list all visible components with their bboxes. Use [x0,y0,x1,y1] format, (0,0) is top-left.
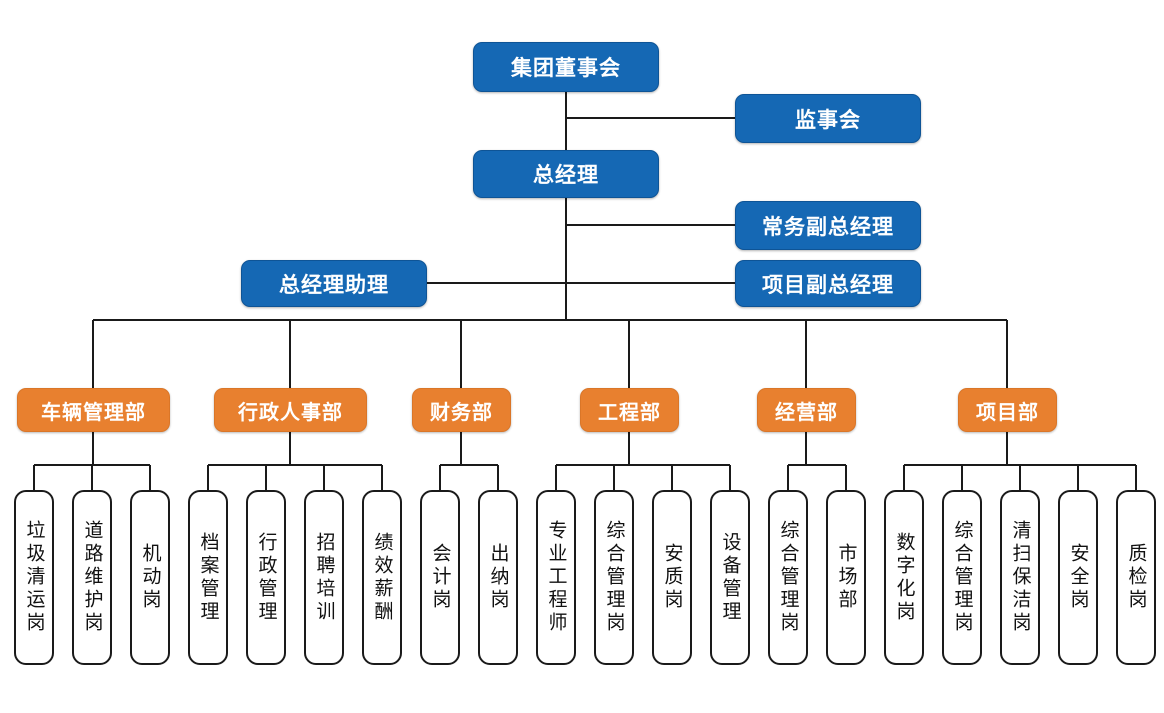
position-node-quality-inspection[interactable]: 质检岗 [1116,490,1156,665]
position-node-professional-engineer[interactable]: 专业工程师 [536,490,576,665]
position-node-safety-quality[interactable]: 安质岗 [652,490,692,665]
position-node-waste-transport[interactable]: 垃圾清运岗 [14,490,54,665]
department-node-finance[interactable]: 财务部 [412,388,511,432]
executive-node-project-deputy-gm[interactable]: 项目副总经理 [735,260,921,307]
position-node-market-department[interactable]: 市场部 [826,490,866,665]
position-node-mobile-unit[interactable]: 机动岗 [130,490,170,665]
position-node-equipment-management[interactable]: 设备管理 [710,490,750,665]
position-node-cashier[interactable]: 出纳岗 [478,490,518,665]
department-node-admin-hr[interactable]: 行政人事部 [214,388,367,432]
position-node-performance-pay[interactable]: 绩效薪酬 [362,490,402,665]
executive-node-exec-deputy-gm[interactable]: 常务副总经理 [735,201,921,250]
department-node-project[interactable]: 项目部 [958,388,1057,432]
executive-node-gm-assistant[interactable]: 总经理助理 [241,260,427,307]
position-node-digitalization[interactable]: 数字化岗 [884,490,924,665]
position-node-recruitment-training[interactable]: 招聘培训 [304,490,344,665]
position-node-comprehensive-mgmt-prj[interactable]: 综合管理岗 [942,490,982,665]
executive-node-board[interactable]: 集团董事会 [473,42,659,92]
position-node-cleaning-sanitation[interactable]: 清扫保洁岗 [1000,490,1040,665]
department-node-operations[interactable]: 经营部 [757,388,856,432]
department-node-vehicle-management[interactable]: 车辆管理部 [17,388,170,432]
position-node-safety[interactable]: 安全岗 [1058,490,1098,665]
position-node-administrative-mgmt[interactable]: 行政管理 [246,490,286,665]
position-node-road-maintenance[interactable]: 道路维护岗 [72,490,112,665]
position-node-comprehensive-mgmt-eng[interactable]: 综合管理岗 [594,490,634,665]
executive-node-general-manager[interactable]: 总经理 [473,150,659,198]
department-node-engineering[interactable]: 工程部 [580,388,679,432]
position-node-accounting[interactable]: 会计岗 [420,490,460,665]
position-node-comprehensive-mgmt-ops[interactable]: 综合管理岗 [768,490,808,665]
position-node-records-management[interactable]: 档案管理 [188,490,228,665]
executive-node-supervisors[interactable]: 监事会 [735,94,921,143]
